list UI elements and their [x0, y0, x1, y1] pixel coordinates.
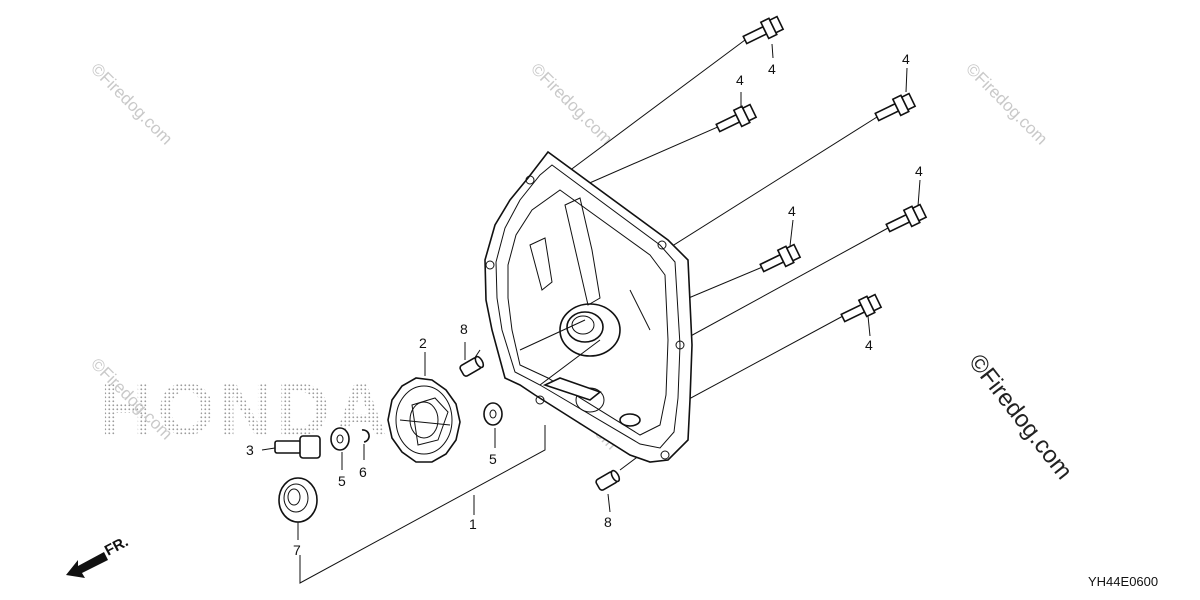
watermark-large: ©Firedog.com: [963, 349, 1077, 485]
front-marker-label: FR.: [102, 533, 131, 559]
callout-4d: 4: [788, 203, 796, 219]
dowel-pin-upper: [459, 355, 485, 377]
diagram-code: YH44E0600: [1088, 574, 1158, 589]
bolt-1: [742, 15, 785, 45]
bolt-5: [885, 203, 928, 233]
oil-seal: [278, 477, 318, 523]
retaining-clip: [361, 429, 370, 443]
callout-5a: 5: [338, 473, 346, 489]
callout-labels: 1 2 3 4 4 4 4 4 4 5 5 6 7 8 8: [246, 51, 923, 558]
callout-6: 6: [359, 464, 367, 480]
governor-shaft: [261, 435, 321, 459]
dowel-pins: [459, 355, 621, 491]
callout-2: 2: [419, 335, 427, 351]
bolt-6: [840, 293, 883, 323]
callout-leaders: [297, 43, 921, 540]
bolt-2: [715, 103, 758, 133]
callout-4c: 4: [902, 51, 910, 67]
front-arrow-icon: [66, 552, 108, 578]
bolt-3: [874, 92, 917, 122]
governor-gear: [387, 377, 461, 463]
callout-3: 3: [246, 442, 254, 458]
watermark-3: ©Firedog.com: [962, 59, 1051, 148]
callout-5b: 5: [489, 451, 497, 467]
case-cover: [484, 150, 693, 463]
bolt-4: [759, 243, 802, 273]
callout-8a: 8: [460, 321, 468, 337]
watermark-2: ©Firedog.com: [527, 59, 616, 148]
callout-1: 1: [469, 516, 477, 532]
bolts: [715, 15, 928, 323]
callout-4f: 4: [865, 337, 873, 353]
front-direction-marker: FR.: [66, 533, 131, 578]
callout-4e: 4: [915, 163, 923, 179]
dowel-pin-lower: [595, 469, 621, 491]
callout-4b: 4: [736, 72, 744, 88]
callout-7: 7: [293, 542, 301, 558]
washers: [330, 402, 503, 451]
callout-8b: 8: [604, 514, 612, 530]
watermark-1: ©Firedog.com: [87, 59, 176, 148]
callout-4a: 4: [768, 61, 776, 77]
part-1-leader: [299, 425, 546, 584]
